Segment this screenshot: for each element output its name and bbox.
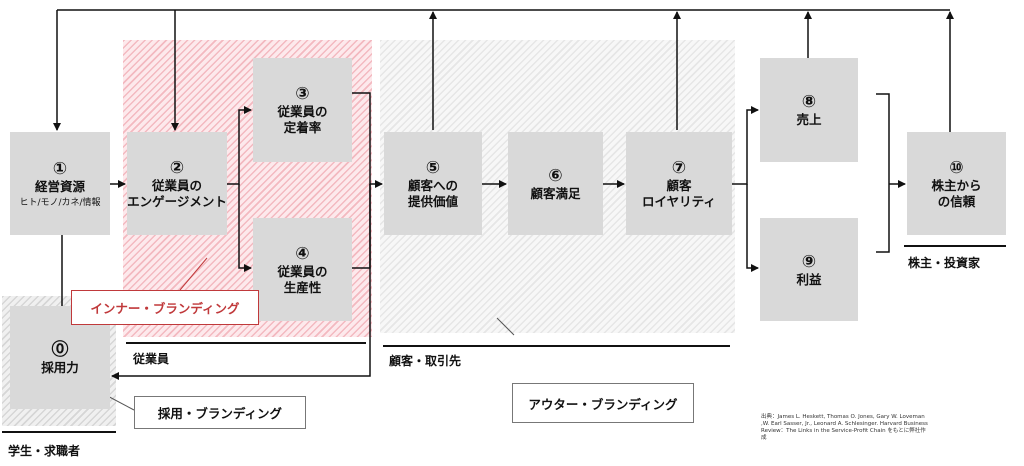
box-4-productivity: ④ 従業員の 生産性 <box>253 218 352 321</box>
box-label: 売上 <box>796 112 822 127</box>
box-number: ⑧ <box>801 92 817 112</box>
arrow-4-to-5 <box>352 184 371 269</box>
group-label-shareholders: 株主・投資家 <box>908 256 981 270</box>
box-label: 顧客への 提供価値 <box>407 177 458 209</box>
box-8-sales: ⑧ 売上 <box>760 58 858 162</box>
box-number: ⑩ <box>949 157 964 178</box>
box-label: 利益 <box>796 271 822 287</box>
box-number: ⑨ <box>801 251 817 272</box>
box-number: ④ <box>295 243 310 264</box>
box-label: 採用力 <box>41 359 79 375</box>
box-6-customer-satisfaction: ⑥ 顧客満足 <box>508 132 603 235</box>
box-label: 従業員の エンゲージメント <box>127 177 227 209</box>
inner-branding-callout <box>179 257 208 291</box>
box-label: 従業員の 生産性 <box>277 263 328 295</box>
recruit-branding-tag: 採用・ブランディング <box>134 396 306 429</box>
inner-branding-tag: インナー・ブランディング <box>71 290 259 325</box>
box-number: ⓪ <box>51 339 69 360</box>
box-label: 顧客満足 <box>530 185 581 201</box>
box-number: ① <box>52 158 68 179</box>
box-7-customer-loyalty: ⑦ 顧客 ロイヤリティ <box>626 132 732 235</box>
arrow-2-to-4 <box>238 184 252 272</box>
outer-branding-tag: アウター・ブランディング <box>512 383 694 423</box>
box-label: 顧客 ロイヤリティ <box>642 177 716 209</box>
bracket-8-9 <box>876 93 890 253</box>
outer-branding-callout <box>496 317 515 336</box>
box-number: ⑦ <box>671 157 687 178</box>
box-2-employee-engagement: ② 従業員の エンゲージメント <box>127 132 227 235</box>
box-number: ⑤ <box>425 157 441 178</box>
group-label-employees: 従業員 <box>133 352 170 366</box>
arrow-2-to-3 <box>227 106 252 185</box>
arrow-7-to-9 <box>746 184 759 272</box>
box-9-profit: ⑨ 利益 <box>760 218 858 321</box>
box-label: 従業員の 定着率 <box>277 104 328 135</box>
box-10-shareholder-trust: ⑩ 株主から の信頼 <box>907 132 1006 235</box>
arrow-back-to-0 <box>111 184 371 380</box>
box-label: 経営資源 <box>34 178 85 194</box>
arrow-3-to-5 <box>352 92 383 188</box>
box-number: ② <box>169 157 185 178</box>
arrow-7-to-8 <box>732 106 759 185</box>
box-3-retention-rate: ③ 従業員の 定着率 <box>253 58 352 162</box>
source-credit: 出典：James L. Heskett, Thomas O. Jones, Ga… <box>761 414 928 441</box>
group-label-students: 学生・求職者 <box>8 444 81 458</box>
box-label: 株主から の信頼 <box>931 177 982 209</box>
group-label-customers: 顧客・取引先 <box>389 354 462 368</box>
box-5-customer-value: ⑤ 顧客への 提供価値 <box>384 132 482 235</box>
box-1-management-resources: ① 経営資源 ヒト/モノ/カネ/情報 <box>10 132 110 235</box>
box-number: ③ <box>295 84 310 104</box>
box-number: ⑥ <box>548 165 563 186</box>
box-sublabel: ヒト/モノ/カネ/情報 <box>19 197 101 208</box>
